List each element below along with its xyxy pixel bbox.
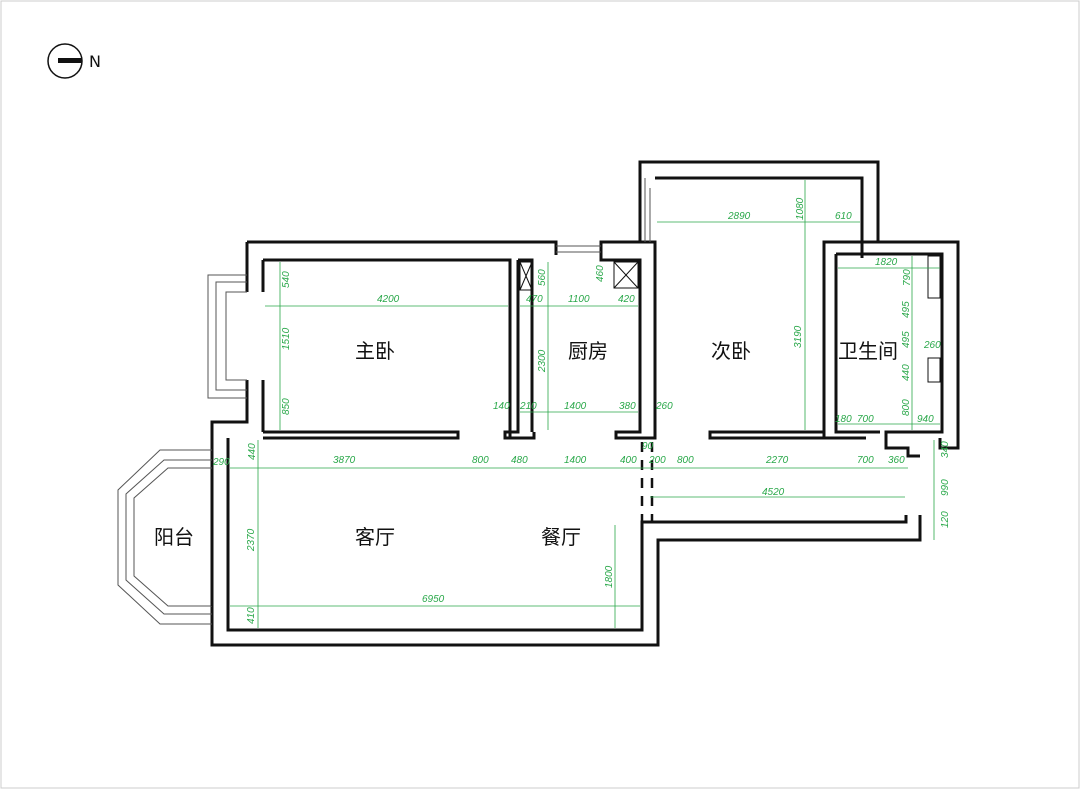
wall-bath-notch [884,432,920,458]
wall-second-inner [655,176,864,258]
window-second-left [644,178,651,242]
dim-label: 6950 [422,594,445,605]
room-kitchen: 厨房 [568,339,608,363]
kitchen-appliance [519,255,941,383]
balcony-outline-inner [125,459,212,615]
dim-label: 360 [888,455,905,466]
dim-label: 4200 [377,294,400,305]
room-dining: 餐厅 [541,525,581,549]
dim-label: 340 [940,441,951,458]
dim-label: 1100 [568,294,590,305]
wall-kitchen [503,258,536,440]
dim-label: 495 [901,331,912,348]
dim-label: 1510 [281,327,292,350]
dim-label: 480 [511,455,528,466]
dim-label: 1080 [795,197,806,220]
dim-label: 1400 [564,401,587,412]
dim-label: 800 [901,399,912,416]
wall-second-bottom [708,430,826,440]
dim-label: 540 [281,271,292,288]
room-labels: 主卧 厨房 次卧 卫生间 阳台 客厅 餐厅 [154,339,898,549]
dim-label: 4520 [762,487,785,498]
dim-label: 3870 [333,455,356,466]
dim-label: 700 [857,414,874,425]
kitchen-sink-icon [519,261,533,291]
room-master-bedroom: 主卧 [355,339,395,363]
dim-label: 495 [901,301,912,318]
dim-label: 90 [642,441,654,452]
dim-label: 1820 [875,257,898,268]
bath-fixture-mid-icon [927,357,941,383]
dim-label: 210 [519,401,537,412]
dim-label: 470 [526,294,543,305]
dim-label: 410 [246,607,257,624]
bay-window-inner [215,281,247,391]
wall-bath-outer [824,240,960,450]
wall-kitchen-right [599,240,657,440]
bay-window-inner2 [225,291,247,381]
dim-label: 3190 [793,325,804,348]
dim-label: 800 [472,455,489,466]
dim-label: 850 [281,398,292,415]
balcony [117,178,651,625]
wall-master-inner [263,258,512,438]
room-bathroom: 卫生间 [838,339,898,363]
dim-label: 2370 [246,528,257,552]
dim-label: 2270 [765,455,789,466]
dim-label: 940 [917,414,934,425]
dim-label: 260 [923,340,941,351]
dim-label: 460 [595,265,606,282]
dim-label: 560 [537,269,548,286]
window-kitchen-top [556,245,601,253]
dim-label: 440 [901,364,912,381]
dim-label: 260 [655,401,673,412]
wall-master-bottom [263,430,460,440]
dim-label: 400 [620,455,637,466]
bay-window-outer [207,274,247,399]
dim-label: 700 [857,455,874,466]
kitchen-stove-cross-b [613,261,639,289]
balcony-outline-inner2 [133,467,212,607]
room-balcony: 阳台 [154,525,194,549]
dim-label: 800 [677,455,694,466]
north-compass: N [47,43,101,79]
room-second-bedroom: 次卧 [711,339,751,363]
dashed-dividers [210,442,654,612]
dim-label: 610 [835,211,852,222]
dim-label: 120 [940,511,951,528]
dim-label: 420 [618,294,635,305]
dim-label: 380 [619,401,636,412]
kitchen-stove-icon [613,261,639,289]
bath-fixture-top-icon [927,255,941,299]
dim-label: 790 [902,269,913,286]
wall-second-outer [638,160,880,438]
wall-master-left-outer [210,242,922,647]
dim-label: 1400 [564,455,587,466]
dim-label: 140 [493,401,510,412]
compass-arrow-icon [58,58,82,63]
dim-label: 440 [247,443,258,460]
dim-label: 2300 [537,349,548,373]
dimension-lines [230,180,940,628]
dim-label: 1800 [604,565,615,588]
dim-label: 990 [940,479,951,496]
dim-label: 180 [835,414,852,425]
dim-label: 2890 [727,211,751,222]
dimension-labels: 2890 1080 610 1820 790 4200 540 1510 850… [212,197,951,624]
room-living: 客厅 [355,525,395,549]
kitchen-sink-cross-b [519,261,533,291]
walls [210,160,960,647]
dim-label: 200 [648,455,666,466]
balcony-outline-outer [117,449,212,625]
dim-label: 290 [212,457,230,468]
wall-master-top [247,240,558,255]
compass-label: N [89,52,101,71]
